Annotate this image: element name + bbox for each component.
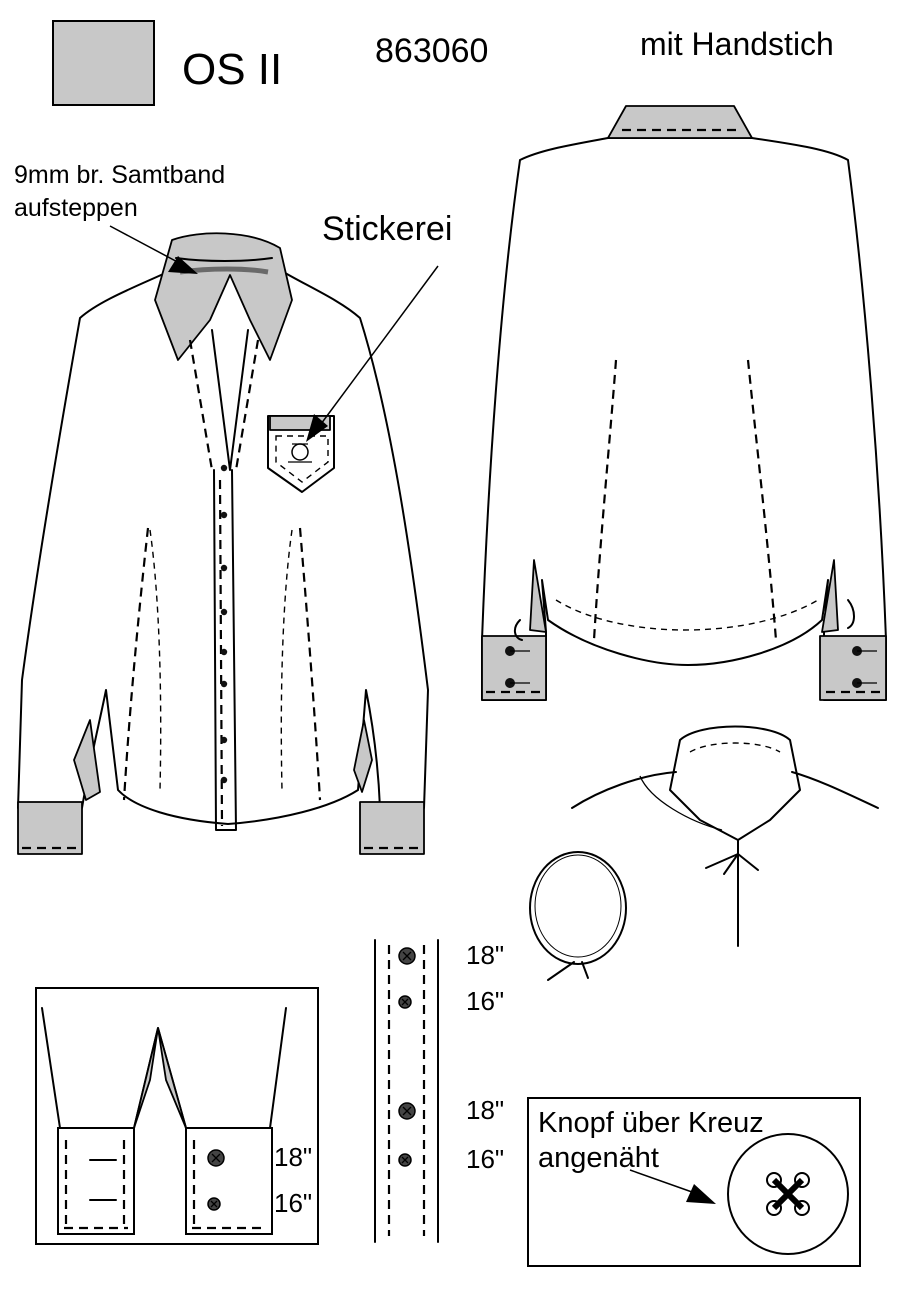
fabric-swatch: [52, 20, 155, 106]
back-collar: [607, 105, 753, 139]
back-right-cuff: [819, 635, 887, 701]
placket-label-2: 16": [466, 986, 504, 1016]
placket-label-4: 16": [466, 1144, 504, 1174]
back-left-cuff: [481, 635, 547, 701]
cuff-label-1: 18": [274, 1142, 312, 1172]
embroidery-emblem: [288, 443, 312, 463]
front-right-cuff: [359, 801, 425, 855]
loop-detail: [529, 851, 627, 981]
button-note-line1: Knopf über Kreuz: [538, 1107, 764, 1139]
article-number: 863060: [375, 32, 488, 70]
button-note-box: [527, 1097, 861, 1267]
placket-label-1: 18": [466, 940, 504, 970]
velvet-label-line2: aufsteppen: [14, 194, 138, 222]
velvet-pointer-line: [109, 225, 186, 267]
shirt-front-view: [17, 232, 429, 855]
model-name: OS II: [182, 45, 282, 94]
collar-detail: [571, 725, 879, 947]
button-note-arrowhead: [686, 1184, 716, 1204]
front-left-cuff: [17, 801, 83, 855]
placket-label-3: 18": [466, 1095, 504, 1125]
embroidery-pointer-arrowhead: [306, 414, 328, 442]
cuff-label-2: 16": [274, 1188, 312, 1218]
embroidery-label: Stickerei: [322, 210, 452, 248]
cuff-detail: [35, 987, 319, 1245]
embroidery-pointer-line: [317, 265, 439, 429]
velvet-pointer-arrowhead: [168, 256, 198, 274]
front-collar: [154, 232, 293, 361]
velvet-label-line1: 9mm br. Samtband: [14, 161, 225, 189]
shirt-back-view: [481, 105, 887, 701]
placket-detail: [374, 939, 439, 1243]
handstitch-note: mit Handstich: [640, 26, 834, 62]
button-note-line2: angenäht: [538, 1142, 659, 1174]
